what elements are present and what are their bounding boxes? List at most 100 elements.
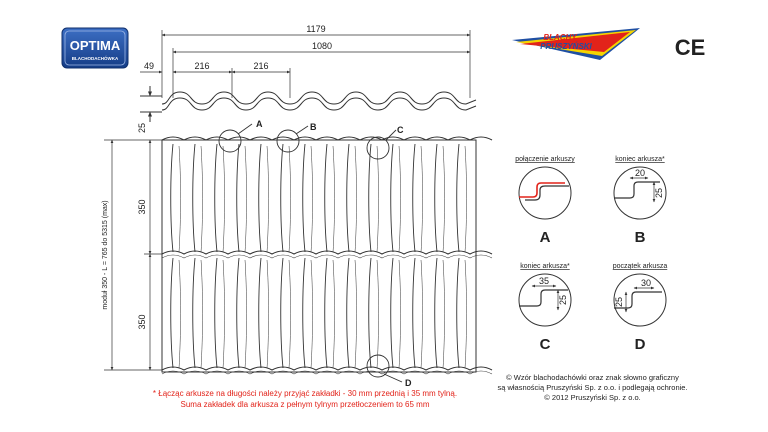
tile-rib-line — [192, 143, 196, 253]
marker-c: C — [397, 125, 404, 135]
detail-b: koniec arkusza* 20 25 B — [613, 156, 667, 246]
detail-c-caption: koniec arkusza* — [520, 263, 570, 270]
overlap-note-line1: * Łącząc arkusze na długości należy przy… — [152, 389, 458, 398]
dim-module-2: 216 — [253, 61, 268, 71]
tile-course-line — [161, 254, 493, 259]
blachy-logo-line1: BLACHY — [543, 33, 577, 42]
detail-d: początek arkusza 30 25 D — [613, 263, 668, 353]
tile-rib-line — [222, 145, 225, 253]
copyright-line1: © Wzór blachodachówki oraz znak słowno g… — [506, 373, 679, 382]
tile-rib-line — [288, 259, 291, 369]
tile-rib-line — [170, 143, 174, 253]
tile-rib-line — [442, 259, 445, 369]
marker-b: B — [310, 122, 317, 132]
tile-rib-line — [266, 259, 269, 369]
tile-rib-line — [310, 259, 313, 369]
tile-rib-line — [332, 259, 335, 369]
dim-module-height-2: 350 — [137, 314, 147, 329]
detail-b-dim-h: 20 — [635, 168, 645, 178]
tile-rib-line — [324, 257, 328, 369]
tile-rib-line — [280, 257, 284, 369]
tile-rib-line — [420, 145, 423, 253]
tile-rib-line — [258, 143, 262, 253]
optima-logo-name: OPTIMA — [70, 38, 121, 53]
tile-rib-line — [346, 143, 350, 253]
detail-c-letter: C — [540, 336, 551, 353]
tile-rib-line — [354, 259, 357, 369]
tile-rib-line — [464, 145, 467, 253]
blachy-pruszynski-logo: BLACHY PRUSZYŃSKI — [512, 28, 640, 60]
dim-module-1: 216 — [194, 61, 209, 71]
tile-rib-line — [456, 257, 460, 369]
tile-rib-line — [310, 145, 313, 253]
copyright-line2: są własnością Pruszyński Sp. z o.o. i po… — [497, 383, 688, 392]
tile-rib-line — [178, 259, 181, 369]
detail-d-dim-h: 30 — [641, 278, 651, 288]
tile-rib-line — [442, 145, 445, 253]
marker-a: A — [256, 119, 263, 129]
dim-total-width: 1179 — [306, 24, 325, 34]
tile-rib-line — [398, 259, 401, 369]
tile-course-line — [161, 136, 493, 141]
overlap-note-line2: Suma zakładek dla arkusza z pełnym tylny… — [180, 400, 430, 409]
detail-b-letter: B — [635, 229, 646, 246]
copyright-line3: © 2012 Pruszyński Sp. z o.o. — [544, 393, 641, 402]
tile-rib-line — [324, 143, 328, 253]
tile-rib-line — [464, 259, 467, 369]
dim-profile-height: 25 — [137, 123, 147, 133]
dim-vertical-label: moduł 350 - L = 765 do 5315 (max) — [102, 200, 109, 309]
optima-logo-sub: BLACHODACHÓWKA — [72, 54, 119, 61]
detail-a-caption: połączenie arkuszy — [515, 156, 575, 163]
detail-d-caption: początek arkusza — [613, 263, 668, 270]
tile-rib-line — [302, 143, 306, 253]
top-dimensions — [140, 30, 471, 98]
detail-a: połączenie arkuszy A — [515, 156, 575, 246]
tile-rib-line — [434, 143, 438, 253]
tile-rib-line — [376, 259, 379, 369]
dim-effective-width: 1080 — [312, 41, 332, 51]
tile-rib-line — [398, 145, 401, 253]
tile-rib-line — [266, 145, 269, 253]
copyright-note: © Wzór blachodachówki oraz znak słowno g… — [485, 373, 700, 403]
overlap-note: * Łącząc arkusze na długości należy przy… — [120, 388, 490, 410]
tile-course-line — [161, 370, 493, 375]
tile-rib-line — [434, 257, 438, 369]
optima-logo: OPTIMA BLACHODACHÓWKA — [61, 27, 129, 69]
tile-rib-line — [178, 145, 181, 253]
tile-rib-line — [280, 143, 284, 253]
tile-rib-line — [288, 145, 291, 253]
tile-rib-line — [244, 145, 247, 253]
marker-d: D — [405, 378, 412, 388]
detail-b-dim-v: 25 — [654, 188, 664, 198]
tile-rib-line — [258, 257, 262, 369]
ce-mark: CE — [675, 35, 706, 60]
tile-rib-line — [214, 143, 218, 253]
tile-rib-line — [236, 257, 240, 369]
detail-c-dim-h: 35 — [539, 276, 549, 286]
detail-c: koniec arkusza* 35 25 C — [518, 263, 572, 353]
tile-rib-line — [412, 143, 416, 253]
blachy-logo-line2: PRUSZYŃSKI — [540, 42, 592, 51]
tile-course-line — [161, 250, 493, 255]
tile-rib-line — [346, 257, 350, 369]
dim-module-height-1: 350 — [137, 199, 147, 214]
detail-c-dim-v: 25 — [558, 295, 568, 305]
dim-edge: 49 — [144, 61, 154, 71]
tile-rib-line — [456, 143, 460, 253]
tile-rib-line — [376, 145, 379, 253]
tile-rib-line — [244, 259, 247, 369]
tile-rib-line — [332, 145, 335, 253]
tile-rib-line — [354, 145, 357, 253]
tile-rib-line — [192, 257, 196, 369]
detail-b-caption: koniec arkusza* — [615, 156, 665, 163]
tile-rib-line — [420, 259, 423, 369]
profile-cross-section — [140, 86, 477, 122]
detail-markers — [218, 123, 403, 383]
tile-rib-line — [368, 257, 372, 369]
tile-rib-line — [390, 143, 394, 253]
tile-rib-line — [390, 257, 394, 369]
tile-sheet — [161, 136, 493, 375]
tile-rib-line — [200, 259, 203, 369]
tile-course-line — [161, 366, 493, 371]
